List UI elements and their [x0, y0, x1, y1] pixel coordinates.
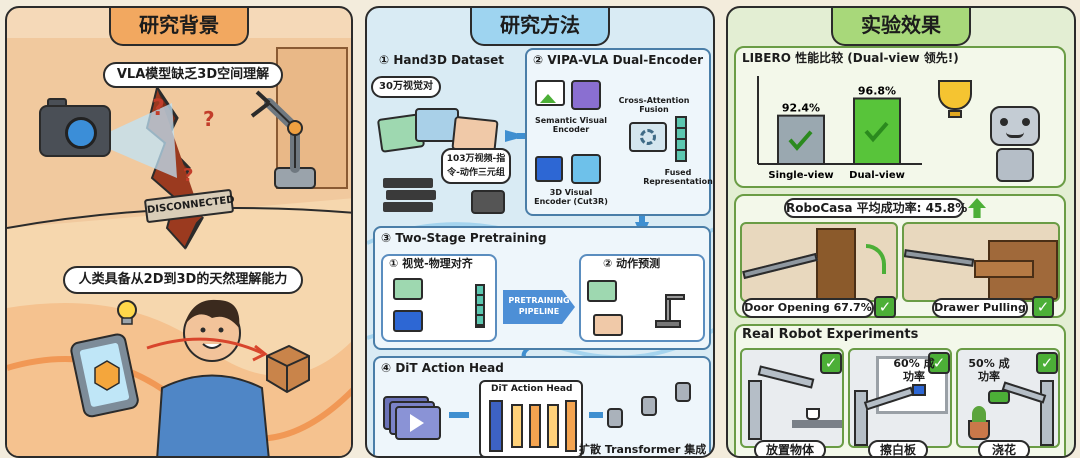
vla-limitation-bubble: VLA模型缺乏3D空间理解	[103, 62, 283, 88]
dit-inner-box	[479, 380, 583, 456]
pretraining-pipeline-arrow: PRETRAINING PIPELINE	[503, 290, 575, 324]
question-mark-1: ?	[152, 96, 165, 121]
video-stack-icon	[383, 396, 441, 440]
dit-caption: 扩散 Transformer 集成	[579, 443, 707, 456]
hand3d-pairs-bubble: 30万视觉对	[371, 76, 441, 98]
question-mark-3: ?	[183, 165, 194, 186]
drawer-check-icon: ✓	[1032, 296, 1054, 318]
hand-video-frames	[376, 106, 499, 168]
results-panel: 实验效果 LIBERO 性能比较 (Dual-view 领先!) 92.4% Si…	[726, 6, 1076, 458]
robocasa-title: RoboCasa 平均成功率: 45.8%	[784, 198, 967, 218]
drawer-pulling-scene	[902, 222, 1060, 302]
semantic-encoder-cube-icon	[571, 80, 601, 110]
stage1-label: ① 视觉-物理对齐	[389, 257, 473, 270]
hand3d-triplets-bubble: 103万视频-指令-动作三元组	[441, 148, 511, 184]
hand3d-title: ① Hand3D Dataset	[379, 53, 505, 67]
trophy-stem	[948, 110, 962, 118]
vipa-title: ② VIPA-VLA Dual-Encoder	[533, 53, 704, 67]
method-panel-title: 研究方法	[470, 8, 610, 46]
door-opening-label: Door Opening 67.7%	[742, 298, 874, 318]
real-robot-title: Real Robot Experiments	[742, 327, 919, 342]
gear-icon	[629, 122, 667, 152]
task-wipe-whiteboard-label: 擦白板	[868, 440, 928, 456]
stage2-image-icon	[587, 280, 617, 302]
robot-action-sequence-icon	[607, 382, 707, 434]
place-check-icon: ✓	[820, 352, 842, 374]
tape-stack-icon	[383, 178, 439, 216]
trophy-icon	[938, 80, 972, 110]
libero-title: LIBERO 性能比较 (Dual-view 领先!)	[742, 51, 959, 65]
stage2-label: ② 动作预测	[603, 257, 661, 270]
fused-representation-label: Fused Representation	[643, 168, 713, 187]
camera-icon	[39, 98, 111, 157]
libero-value-label-1: 96.8%	[858, 84, 896, 97]
method-panel: 研究方法 ① Hand3D Dataset 30万视觉对 103万视频-指令-动…	[365, 6, 715, 458]
whiteboard-check-icon: ✓	[928, 352, 950, 374]
results-panel-title: 实验效果	[831, 8, 971, 46]
image-icon	[535, 80, 565, 106]
3d-encoder-cube-icon	[571, 154, 601, 184]
task-place-object-label: 放置物体	[754, 440, 826, 456]
robot-body-icon	[996, 148, 1034, 182]
whiteboard-rate: 60% 成功率	[893, 357, 935, 383]
depth-cube-icon	[535, 156, 563, 182]
stage2-hand-icon	[593, 314, 623, 336]
door-opening-scene	[740, 222, 898, 302]
place-object-scene	[740, 348, 844, 448]
hand-image-icon	[393, 278, 423, 300]
3d-encoder-label: 3D Visual Encoder (Cut3R)	[534, 188, 608, 207]
question-mark-2: ?	[203, 107, 215, 131]
stage1-vector-icon	[475, 284, 485, 328]
door-check-icon: ✓	[874, 296, 896, 318]
libero-value-label-0: 92.4%	[782, 102, 820, 115]
libero-bar-0	[777, 114, 825, 165]
libero-bar-1	[853, 97, 901, 165]
dit-input-arrow	[449, 412, 469, 418]
cross-attention-label: Cross-Attention Fusion	[618, 96, 690, 115]
background-panel-title: 研究背景	[109, 8, 249, 46]
libero-category-label-0: Single-view	[768, 170, 833, 181]
dit-output-arrow	[589, 412, 603, 418]
fused-vector-icon	[675, 116, 687, 162]
semantic-encoder-label: Semantic Visual Encoder	[534, 116, 608, 135]
libero-bar-check-1	[864, 121, 889, 143]
dit-title: ④ DiT Action Head	[381, 361, 504, 375]
background-panel: 研究背景	[5, 6, 353, 458]
libero-bar-chart: 92.4% Single-view 96.8% Dual-view	[757, 76, 922, 181]
two-stage-title: ③ Two-Stage Pretraining	[381, 231, 547, 245]
robot-mascot-icon	[990, 106, 1040, 146]
hard-drive-icon	[471, 190, 505, 214]
human-ability-bubble: 人类具备从2D到3D的天然理解能力	[63, 266, 303, 294]
watering-check-icon: ✓	[1036, 352, 1058, 374]
watering-rate: 50% 成功率	[968, 357, 1010, 383]
dit-inner-label: DiT Action Head	[491, 384, 573, 394]
drawer-pulling-label: Drawer Pulling	[932, 298, 1028, 318]
task-water-plant-label: 浇花	[978, 440, 1030, 456]
robot-arm-icon	[649, 290, 689, 330]
3d-cube-icon	[393, 310, 423, 332]
libero-category-label-1: Dual-view	[849, 170, 905, 181]
libero-bar-check-0	[788, 130, 813, 151]
